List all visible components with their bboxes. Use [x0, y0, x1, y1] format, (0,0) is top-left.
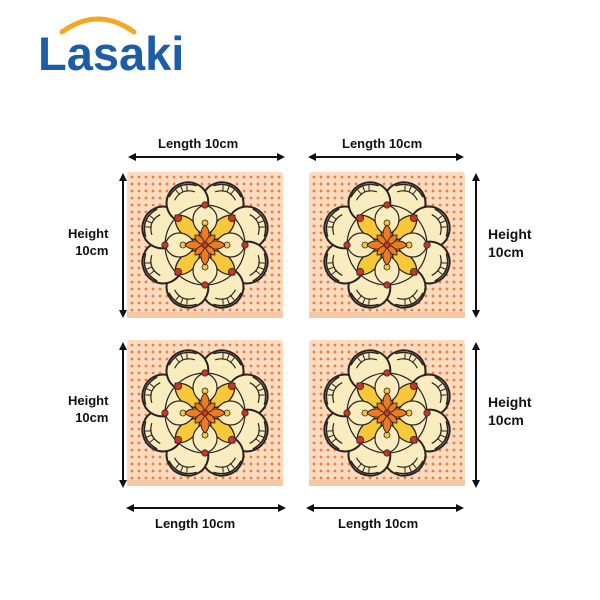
length-label-bottom-right: Length 10cm [338, 516, 419, 531]
height-value: 10cm [75, 409, 109, 425]
coaster-top-left [127, 172, 283, 318]
logo-arc-icon [59, 16, 137, 35]
coaster-bottom-left [127, 340, 283, 486]
height-value: 10cm [75, 242, 109, 258]
height-value: 10cm [488, 244, 524, 261]
brand-name: Lasaki [38, 27, 185, 80]
mandala-pattern [127, 340, 283, 486]
height-value: 10cm [488, 412, 524, 429]
length-label-top-left: Length 10cm [158, 136, 239, 151]
height-word: Height [68, 393, 109, 408]
mandala-pattern [309, 340, 465, 486]
height-word: Height [68, 226, 109, 241]
height-label-top-left: Height 10cm [68, 226, 108, 260]
coaster-bottom-right [309, 340, 465, 486]
height-label-bottom-right: Height 10cm [488, 393, 532, 429]
brand-logo: Lasaki [38, 10, 208, 80]
length-label-bottom-left: Length 10cm [155, 516, 236, 531]
mandala-pattern [309, 172, 465, 318]
height-label-top-right: Height 10cm [488, 225, 532, 261]
height-word: Height [488, 226, 532, 242]
coaster-top-right [309, 172, 465, 318]
height-label-bottom-left: Height 10cm [68, 393, 108, 427]
height-word: Height [488, 394, 532, 410]
mandala-pattern [127, 172, 283, 318]
length-label-top-right: Length 10cm [342, 136, 423, 151]
